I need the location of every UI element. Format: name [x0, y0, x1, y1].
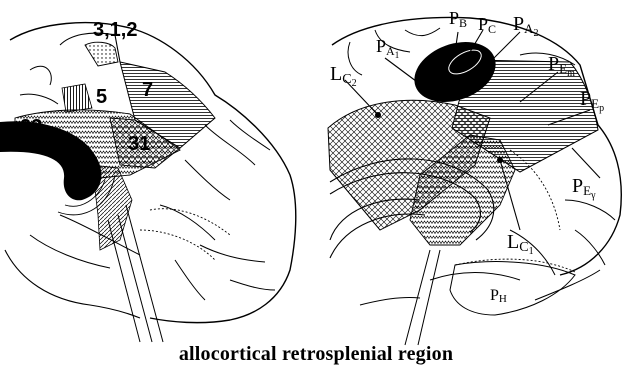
label-area-31: 31 — [128, 133, 150, 155]
left-brain-panel: 3,1,2 5 7 23 31 — [0, 19, 296, 342]
label-lc1: LC1 — [507, 231, 534, 257]
label-area-3-1-2: 3,1,2 — [93, 19, 137, 41]
label-pey: PEγ — [572, 175, 596, 201]
lc2-pointer-dot — [375, 112, 381, 118]
left-hemisphere-outline — [10, 23, 296, 323]
left-lower-outline — [5, 250, 140, 318]
ph-region — [450, 262, 575, 315]
label-pb: PB — [449, 8, 467, 30]
label-pc: PC — [478, 14, 496, 36]
label-area-5: 5 — [96, 86, 107, 108]
label-ph: PH — [490, 287, 507, 305]
figure-caption: allocortical retrosplenial region — [0, 343, 632, 366]
label-pa1: PA1 — [376, 36, 399, 60]
label-area-7: 7 — [142, 79, 153, 101]
retrosplenial-strip — [92, 165, 132, 250]
label-area-23: 23 — [20, 116, 42, 138]
lc1-pointer-dot — [497, 157, 503, 163]
area-3-1-2-region — [85, 42, 118, 66]
area-5-region — [62, 84, 92, 112]
right-brain-panel: PB PC PA1 PA2 LC2 PEm PEp PEγ LC1 PH — [328, 8, 621, 345]
